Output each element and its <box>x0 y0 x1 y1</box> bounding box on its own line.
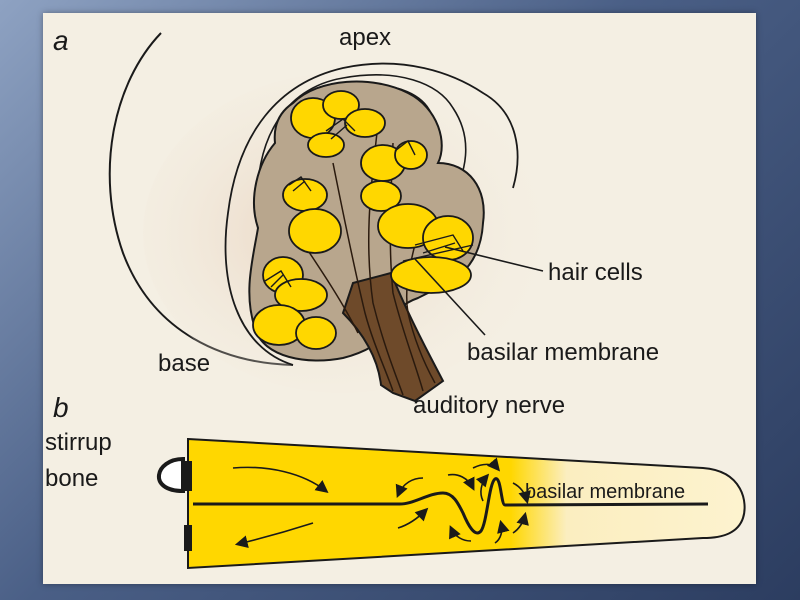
panel-a-letter: a <box>53 25 69 56</box>
cochlea-spiral-outline <box>224 62 519 366</box>
cochlear-chambers <box>252 90 474 350</box>
auditory-nerve-label: auditory nerve <box>413 392 565 419</box>
panel-b-letter: b <box>53 392 69 423</box>
auditory-nerve-trunk <box>341 271 445 403</box>
stirrup-bone-icon <box>157 456 185 494</box>
basilar-membrane-label-a: basilar membrane <box>467 339 659 366</box>
hair-cell-details <box>264 118 474 288</box>
apex-label: apex <box>339 24 391 51</box>
panel-b: b stirrup bone basilar membrane <box>45 392 746 570</box>
base-label: base <box>158 350 210 377</box>
oval-window-lower <box>184 525 192 551</box>
cochlea-diagram: a <box>45 24 746 570</box>
basilar-membrane-pointer <box>414 258 486 336</box>
cochlea-apex-outline <box>256 74 467 214</box>
stirrup-label: stirrup <box>45 429 112 456</box>
unrolled-cochlea-tube <box>187 437 746 570</box>
panel-a: a <box>53 24 659 419</box>
bone-label: bone <box>45 465 98 492</box>
hair-cells-label: hair cells <box>548 259 643 286</box>
fluid-flow-arrows <box>232 457 531 548</box>
oval-window-upper <box>184 461 192 491</box>
hair-cells-pointer <box>444 246 544 272</box>
slide-canvas: a <box>43 13 756 584</box>
basilar-membrane-line <box>193 477 709 535</box>
basilar-membrane-label-b: basilar membrane <box>525 481 685 503</box>
